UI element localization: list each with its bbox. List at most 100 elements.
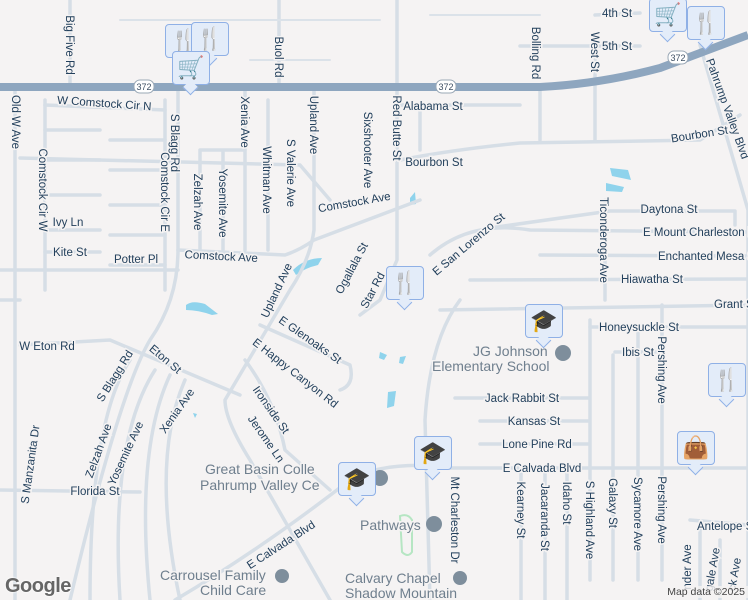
- google-logo: Google: [5, 575, 71, 597]
- street-label: Ibis St: [622, 347, 655, 359]
- street-label: 5th St: [602, 41, 633, 53]
- poi-label-carrousel[interactable]: Carrousel Family: [159, 566, 268, 585]
- street-label: Bolling Rd: [529, 27, 541, 79]
- place-pin-icon: [275, 569, 289, 583]
- school-icon: 🎓: [530, 308, 558, 333]
- street-label: Idaho St: [560, 482, 572, 526]
- street-label: Zelzah Ave: [191, 174, 203, 231]
- poi-label-jg-johnson[interactable]: Elementary School: [431, 357, 552, 376]
- street-label: Mt Charleston Dr: [448, 477, 460, 564]
- poi-label-jg-johnson[interactable]: JG Johnson: [472, 342, 550, 361]
- poi-label-great-basin[interactable]: Great Basin Colle: [204, 460, 317, 479]
- school-marker[interactable]: 🎓: [414, 436, 452, 470]
- poi-label-carrousel[interactable]: Child Care: [199, 581, 268, 600]
- street-label: Pershing Ave: [655, 336, 667, 404]
- street-label: Antelope S: [697, 521, 748, 533]
- shield-text: 372: [670, 53, 685, 63]
- street-label: Old W Ave: [9, 95, 21, 149]
- poi-labels: Great Basin Colle Pahrump Valley Ce JG J…: [159, 342, 571, 600]
- street-label: West St: [588, 32, 600, 73]
- street-label: Comstock Cir E: [158, 152, 170, 232]
- street-label: Pahrump Valley Blvd: [703, 57, 748, 161]
- school-icon: [426, 516, 442, 532]
- pond: [606, 183, 624, 192]
- pond: [193, 413, 197, 418]
- pond: [399, 356, 406, 364]
- street-label: Comstock Ave: [184, 249, 258, 265]
- street-label: Buol Rd: [272, 37, 284, 78]
- street-label: Comstock Ave: [317, 191, 391, 216]
- map-attribution: Map data ©2025: [664, 586, 748, 598]
- street-label: Yosemite Ave: [216, 168, 228, 237]
- street-label: Jacaranda St: [538, 483, 550, 552]
- pond: [186, 302, 218, 315]
- school-marker[interactable]: 🎓: [338, 462, 376, 496]
- street-label: Big Five Rd: [63, 15, 75, 74]
- street-label: W Eton Rd: [19, 341, 75, 353]
- street-label: Alabama St: [403, 101, 463, 113]
- poi-label-great-basin[interactable]: Pahrump Valley Ce: [199, 476, 322, 495]
- street-label: Ticonderoga Ave: [597, 197, 609, 283]
- pond: [387, 391, 396, 408]
- restaurant-icon: 🍴: [391, 270, 419, 295]
- street-label: Kearney St: [514, 482, 526, 540]
- shopping-bag-icon: 👜: [682, 435, 710, 460]
- street-label: Upland Ave: [307, 96, 319, 155]
- street-label: Honeysuckle St: [599, 322, 680, 334]
- street-label: Bourbon St: [670, 124, 730, 145]
- street-label: Xenia Ave: [238, 96, 250, 148]
- shield-text: 372: [136, 82, 151, 92]
- shopping-cart-icon: 🛒: [177, 55, 205, 80]
- shopping-cart-marker[interactable]: 🛒: [172, 51, 210, 85]
- street-label: S Blagg Rd: [168, 114, 180, 172]
- shopping-cart-icon: 🛒: [654, 2, 682, 27]
- poi-label-pathways[interactable]: Pathways: [359, 516, 423, 535]
- street-label: Grant S: [714, 299, 748, 311]
- shopping-bag-marker[interactable]: 👜: [677, 431, 715, 465]
- street-label: Daytona St: [641, 204, 699, 216]
- school-icon: 🎓: [419, 440, 447, 465]
- restaurant-marker[interactable]: 🍴: [708, 363, 746, 397]
- street-label: Ivy Ln: [53, 217, 84, 229]
- shopping-cart-marker[interactable]: 🛒: [649, 0, 687, 32]
- restaurant-marker[interactable]: 🍴: [386, 266, 424, 300]
- street-label: Potter Pl: [114, 254, 158, 266]
- street-label: Kite St: [53, 247, 88, 259]
- street-label: Ogallala St: [334, 240, 371, 296]
- street-label: Jack Rabbit St: [485, 393, 560, 405]
- street-label: Galaxy St: [606, 478, 618, 529]
- street-label: S Valerie Ave: [284, 139, 296, 207]
- street-label: Whitman Ave: [260, 146, 272, 214]
- street-label: 4th St: [602, 8, 633, 20]
- street-label: E Calvada Blvd: [245, 519, 317, 572]
- street-label: Bourbon St: [405, 157, 463, 169]
- highway-shield: 372 372 372: [133, 50, 689, 94]
- poi-label-calvary[interactable]: Calvary Chapel: [344, 569, 443, 588]
- street-label: Hiawatha St: [621, 274, 684, 286]
- street-label: Lone Pine Rd: [502, 439, 572, 451]
- church-icon: [453, 571, 467, 585]
- pond: [610, 168, 631, 180]
- street-label: Florida St: [70, 486, 120, 498]
- street-label: S Highland Ave: [583, 481, 595, 559]
- school-marker[interactable]: 🎓: [525, 304, 563, 338]
- track: [398, 514, 413, 556]
- school-icon: 🎓: [343, 466, 371, 491]
- street-label: Enchanted Mesa S: [658, 251, 748, 263]
- street-label: Sixshooter Ave: [361, 112, 373, 189]
- street-label: Comstock Cir W: [36, 148, 48, 231]
- street-label: nder Ave: [682, 544, 694, 589]
- restaurant-icon: 🍴: [196, 26, 224, 51]
- highway-372[interactable]: [0, 31, 748, 91]
- poi-label-calvary[interactable]: Shadow Mountain: [344, 584, 459, 600]
- pond: [379, 352, 387, 360]
- street-label: Kansas St: [508, 416, 561, 428]
- restaurant-icon: 🍴: [713, 367, 741, 392]
- street-label: E Mount Charleston D: [643, 227, 748, 239]
- street-label: Sycamore Ave: [631, 477, 643, 551]
- street-label: S Manzanita Dr: [20, 424, 43, 504]
- street-label: S Blagg Rd: [95, 349, 136, 405]
- restaurant-marker[interactable]: 🍴: [687, 6, 725, 40]
